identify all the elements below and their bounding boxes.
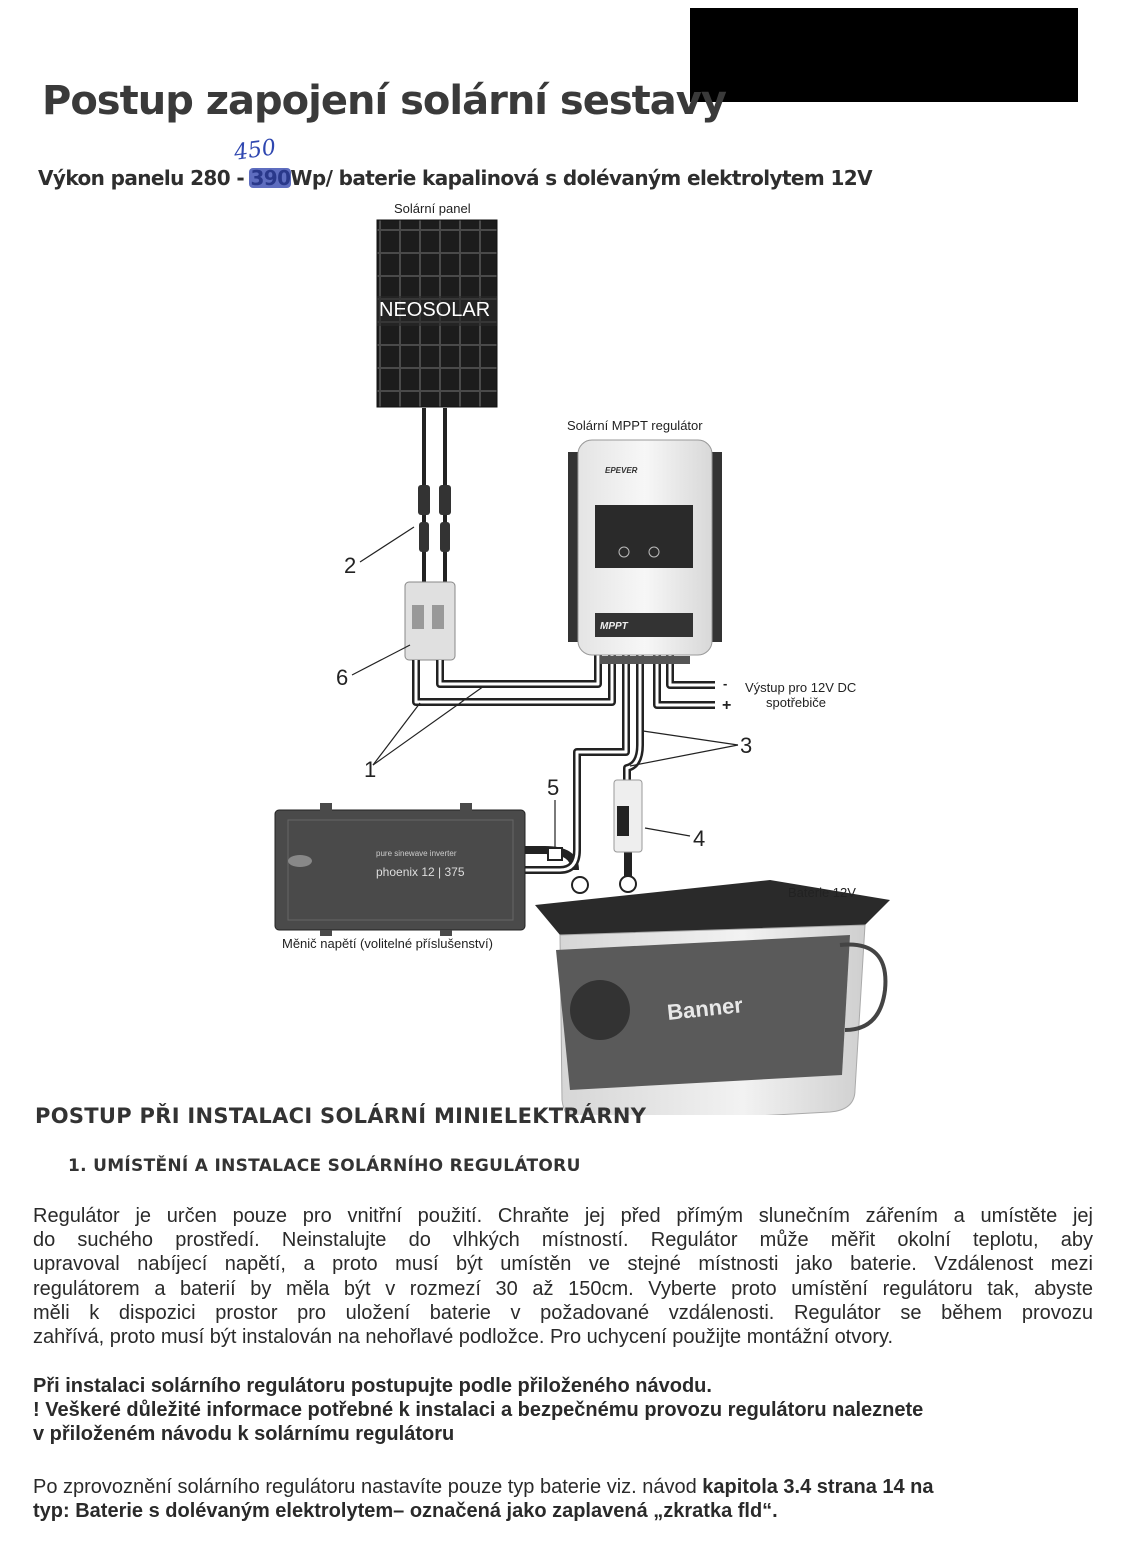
battery-fuse <box>613 779 643 853</box>
callout-1: 1 <box>364 757 377 782</box>
regulator-brand: EPEVER <box>605 466 638 475</box>
subtitle: Výkon panelu 280 - 390Wp/ baterie kapali… <box>38 166 873 190</box>
subtitle-suffix: Wp/ baterie kapalinová s dolévaným elekt… <box>290 166 872 190</box>
dc-breaker <box>404 581 456 661</box>
battery-type-note: Po zprovoznění solárního regulátoru nast… <box>33 1475 1093 1523</box>
paragraph-line: regulátorem a baterií by měla být v rozm… <box>33 1277 1093 1300</box>
paragraph-line: zahřívá, proto musí být instalován na ne… <box>33 1325 894 1348</box>
solar-panel-label: Solární panel <box>394 201 471 216</box>
regulator-label: Solární MPPT regulátor <box>567 418 703 433</box>
section-subheading: 1. UMÍSTĚNÍ A INSTALACE SOLÁRNÍHO REGULÁ… <box>68 1156 581 1176</box>
output-plus: + <box>722 697 732 714</box>
regulator-badge: MPPT <box>600 621 629 632</box>
note-line: ! Veškeré důležité informace potřebné k … <box>33 1399 924 1422</box>
subtitle-prefix: Výkon panelu 280 - <box>38 166 251 190</box>
output-minus: - <box>723 676 728 691</box>
final-line-1: Po zprovoznění solárního regulátoru nast… <box>33 1475 1093 1499</box>
solar-panel-brand: NEOSOLAR <box>379 299 491 321</box>
inverter-type: pure sinewave inverter <box>376 849 457 858</box>
note-line: v přiloženém návodu k solárnímu reguláto… <box>33 1423 455 1446</box>
redaction-box <box>690 8 1078 102</box>
callout-4: 4 <box>693 826 706 851</box>
final-line-2: typ: Baterie s dolévaným elektrolytem– o… <box>33 1500 778 1523</box>
wires <box>412 655 715 878</box>
paragraph-line: Regulátor je určen pouze pro vnitřní pou… <box>33 1205 1093 1227</box>
battery-label: Baterie 12V <box>788 885 856 900</box>
handwritten-correction: 450 <box>232 135 278 166</box>
paragraph-line: do suchého prostředí. Neinstalujte do vl… <box>33 1229 1093 1252</box>
inverter-model: phoenix 12 | 375 <box>376 865 465 879</box>
output-label-1: Výstup pro 12V DC <box>745 680 857 695</box>
inverter-label: Měnič napětí (volitelné příslušenství) <box>282 936 493 951</box>
callout-3: 3 <box>740 733 753 758</box>
callout-6: 6 <box>336 665 349 690</box>
instruction-note: Při instalaci solárního regulátoru postu… <box>33 1374 1093 1447</box>
final-line-1-bold: kapitola 3.4 strana 14 na <box>702 1476 934 1498</box>
callout-2: 2 <box>344 553 357 578</box>
paragraph-line: měli k dispozici prostor pro uložení bat… <box>33 1301 1093 1324</box>
paragraph-line: upravoval nabíjecí napětí, a proto musí … <box>33 1253 1093 1276</box>
callout-leaders <box>351 526 739 848</box>
struck-value: 390 <box>250 166 291 190</box>
section-heading: POSTUP PŘI INSTALACI SOLÁRNÍ MINIELEKTRÁ… <box>35 1104 647 1128</box>
output-label-2: spotřebiče <box>766 695 826 710</box>
inverter-fuse <box>547 847 563 861</box>
inverter <box>274 803 526 936</box>
placement-paragraph: Regulátor je určen pouze pro vnitřní pou… <box>33 1204 1093 1349</box>
battery <box>535 875 890 1115</box>
note-line: Při instalaci solárního regulátoru postu… <box>33 1375 712 1397</box>
callout-5: 5 <box>547 775 560 800</box>
wiring-diagram: EPEVER MPPT pure sinewave inverter phoen… <box>274 219 890 1115</box>
page-title: Postup zapojení solární sestavy <box>42 78 727 124</box>
final-line-1-normal: Po zprovoznění solárního regulátoru nast… <box>33 1476 703 1498</box>
mppt-regulator <box>568 439 722 664</box>
mc4-connectors <box>418 485 451 552</box>
solar-panel <box>376 219 498 408</box>
